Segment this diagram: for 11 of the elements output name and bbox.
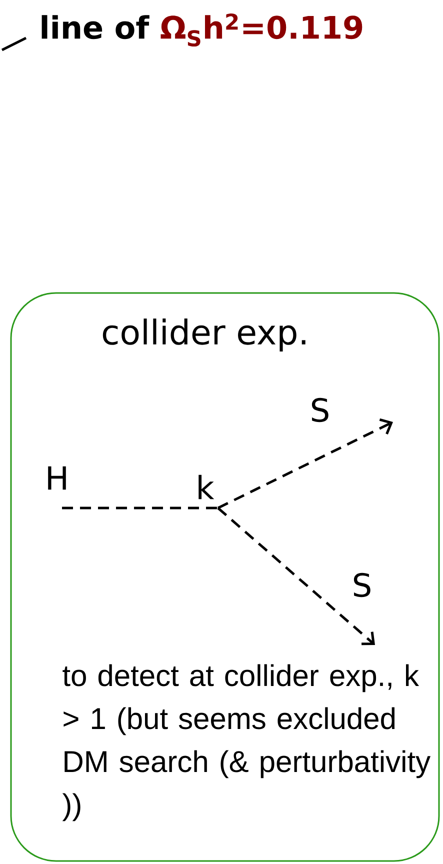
arrow xyxy=(217,507,375,646)
particle-label: k xyxy=(198,474,214,500)
particle-label: H xyxy=(48,466,66,490)
particle-label: S xyxy=(354,572,370,598)
propagator-line xyxy=(62,506,218,510)
note-text: to detect at collider exp., k > 1 (but seems excluded DM search (& perturbativity )) xyxy=(62,664,430,822)
leader-line xyxy=(1,36,27,52)
box-title: collider exp. xyxy=(102,318,306,352)
arrow xyxy=(217,418,393,510)
particle-label: S xyxy=(312,398,328,422)
heading: line of Ω$_{S}$h$^{2}$=0.119 xyxy=(42,14,362,46)
